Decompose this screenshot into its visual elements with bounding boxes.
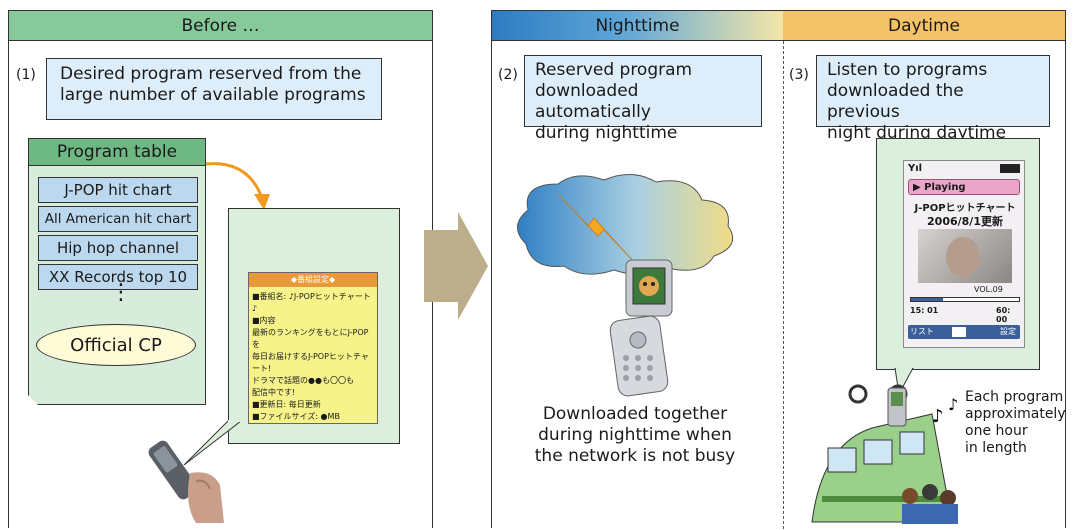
nighttime-header: Nighttime	[492, 11, 783, 41]
program-table-title: Program table	[28, 138, 206, 166]
track-date: 2006/8/1更新	[927, 215, 1003, 228]
step-number-2: (2)	[498, 67, 518, 83]
program-length-line: approximately	[965, 406, 1066, 422]
time-end: 60: 00	[996, 306, 1011, 324]
step1-caption-line: large number of available programs	[60, 85, 366, 105]
settings-button[interactable]: 設定	[1000, 327, 1016, 336]
download-caption-line: Downloaded together	[542, 404, 728, 424]
reservation-line: ドラマで話題の●●も〇〇も	[252, 376, 354, 385]
official-cp-ellipse: Official CP	[36, 324, 196, 366]
step-number-1: (1)	[16, 67, 36, 83]
step2-caption-line: downloaded automatically	[535, 81, 651, 122]
train-commuter-scene-icon: ♪ ♪	[811, 384, 958, 524]
flip-phone-icon	[609, 259, 673, 397]
reservation-line: ■ファイルサイズ: ●MB	[252, 412, 340, 421]
daytime-header: Daytime	[783, 11, 1065, 41]
reservation-line: 毎日お届けするJ-POPヒットチャート!	[252, 352, 369, 373]
program-length-line: one hour	[965, 423, 1028, 439]
step1-caption: Desired program reserved from the large …	[46, 58, 382, 120]
step3-caption-line: Listen to programs	[827, 60, 988, 80]
before-header: Before …	[9, 11, 432, 41]
step1-caption-line: Desired program reserved from the	[60, 64, 362, 84]
signal-icon: Yıl	[908, 163, 923, 174]
program-item[interactable]: Hip hop channel	[38, 235, 198, 261]
network-cloud-icon	[517, 174, 734, 275]
program-length-line: in length	[965, 440, 1027, 456]
step2-caption-line: Reserved program	[535, 60, 693, 80]
step2-caption: Reserved program downloaded automaticall…	[524, 55, 762, 143]
night-day-divider	[783, 41, 784, 529]
play-pause-button[interactable]	[952, 327, 966, 337]
process-arrow-icon	[424, 212, 488, 320]
svg-text:♪: ♪	[932, 406, 944, 427]
reservation-screen-title: ◆番組設定◆	[249, 273, 377, 287]
track-title: J-POPヒットチャート	[914, 203, 1016, 214]
reservation-line: ■番組名: ♪J-POPヒットチャート♪	[252, 292, 371, 313]
reservation-line: ■更新日: 毎日更新	[252, 400, 321, 409]
program-item[interactable]: XX Records top 10	[38, 264, 198, 290]
progress-bar	[910, 297, 1020, 302]
bubble-tail	[183, 420, 242, 466]
step3-caption: Listen to programs downloaded the previo…	[816, 55, 1050, 143]
download-caption-line: during nighttime when	[538, 425, 732, 445]
selection-arrow-icon	[205, 162, 270, 210]
reservation-line: 配信中です!	[252, 388, 296, 397]
step2-caption-line: during nighttime	[535, 123, 678, 143]
program-item[interactable]: J-POP hit chart	[38, 177, 198, 203]
download-panel: Nighttime Daytime	[491, 10, 1066, 529]
hand-holding-phone-icon	[148, 440, 224, 523]
battery-icon	[1000, 164, 1020, 173]
reservation-line: ■内容	[252, 316, 276, 325]
playing-indicator: ▶ Playing	[908, 179, 1020, 195]
program-length-line: Each program	[965, 389, 1064, 405]
player-screen: Yıl ▶ Playing J-POPヒットチャート 2006/8/1更新 VO…	[903, 160, 1025, 348]
program-item[interactable]: All American hit chart	[38, 206, 198, 232]
time-start: 15: 01	[910, 306, 939, 315]
step3-caption-line: downloaded the previous	[827, 81, 964, 122]
step-number-3: (3)	[789, 67, 809, 83]
player-controls: リスト 設定	[908, 325, 1020, 339]
svg-text:♪: ♪	[948, 395, 958, 414]
track-photo	[918, 229, 1012, 283]
reservation-screen: ◆番組設定◆ ■番組名: ♪J-POPヒットチャート♪ ■内容 最新のランキング…	[248, 272, 378, 424]
program-length-note: Each program approximately one hour in l…	[965, 389, 1066, 457]
download-caption-line: the network is not busy	[534, 446, 736, 466]
list-button[interactable]: リスト	[910, 327, 934, 336]
download-caption: Downloaded together during nighttime whe…	[520, 404, 750, 467]
reservation-line: 最新のランキングをもとにJ-POPを	[252, 328, 369, 349]
before-panel: Before …	[8, 10, 433, 528]
volume-label: VOL.09	[974, 285, 1003, 294]
more-items-ellipsis: ⋮	[110, 280, 132, 305]
